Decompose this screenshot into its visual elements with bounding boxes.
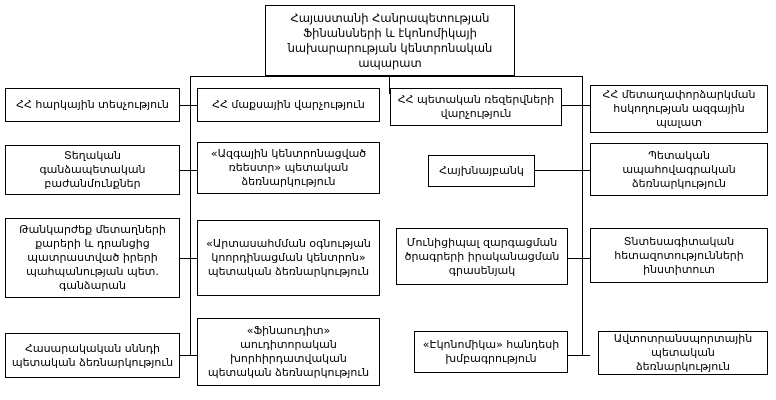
box-c2-r1-label: ՀՀ մաքսային վարչություն xyxy=(212,98,365,111)
connector-root-drop xyxy=(389,76,390,94)
connector-c2-r4 xyxy=(190,355,198,356)
box-c4-r2-label: Պետական ապահովագրական ձեռնարկություն xyxy=(622,148,736,190)
connector-c4-r1 xyxy=(582,105,590,106)
box-c1-r2-label: Տեղական գանձապետական բաժանմունքներ xyxy=(39,149,146,190)
root-box[interactable]: Հայաստանի Հանրապետության Ֆինանսների և էկ… xyxy=(265,5,515,76)
box-c1-r3[interactable]: Թանկարժեք մետաղների քարերի և դրանցից պատ… xyxy=(5,218,180,298)
connector-c1-r2 xyxy=(180,170,191,171)
box-c3-r3-label: Մունիցիպալ զարգացման ծրագրերի իրականացմա… xyxy=(404,235,560,277)
box-c3-r4-label: «Էկոնոմիկա» հանդեսի խմբագրություն xyxy=(422,338,560,365)
box-c1-r3-label: Թանկարժեք մետաղների քարերի և դրանցից պատ… xyxy=(19,223,166,292)
box-c4-r4[interactable]: Ավտոտրանսպորտային պետական ձեռնարկություն xyxy=(598,331,768,375)
connector-c3-r3 xyxy=(568,258,583,259)
connector-c3-r1 xyxy=(562,105,583,106)
connector-right-bus xyxy=(582,76,583,356)
connector-c2-r3 xyxy=(190,258,198,259)
box-c2-r2[interactable]: «Ազգային կենտրոնացված ռեեստր» պետական ձե… xyxy=(197,142,380,194)
box-c1-r2[interactable]: Տեղական գանձապետական բաժանմունքներ xyxy=(5,145,180,195)
box-c4-r2[interactable]: Պետական ապահովագրական ձեռնարկություն xyxy=(590,143,768,196)
box-c3-r1[interactable]: ՀՀ պետական ռեզերվների վարչություն xyxy=(390,88,562,126)
connector-c4-r2 xyxy=(582,170,590,171)
box-c3-r1-label: ՀՀ պետական ռեզերվների վարչություն xyxy=(397,93,555,120)
box-c3-r3[interactable]: Մունիցիպալ զարգացման ծրագրերի իրականացմա… xyxy=(396,228,568,285)
box-c2-r4[interactable]: «Ֆինաուդիտ» աուդիտորական խորհիրդատվական … xyxy=(197,318,380,386)
connector-c4-r4 xyxy=(582,355,590,356)
box-c2-r4-label: «Ֆինաուդիտ» աուդիտորական խորհիրդատվական … xyxy=(207,324,370,379)
box-c4-r3-label: Տնտեսագիտական հետազոտությունների ինստիտո… xyxy=(614,234,744,276)
box-c1-r1-label: ՀՀ հարկային տեսչություն xyxy=(16,98,169,111)
box-c2-r1[interactable]: ՀՀ մաքսային վարչություն xyxy=(197,88,380,122)
connector-c1-r1 xyxy=(180,105,191,106)
connector-main-bus xyxy=(190,76,583,77)
connector-c4-r3 xyxy=(582,258,590,259)
box-c2-r2-label: «Ազգային կենտրոնացված ռեեստր» պետական ձե… xyxy=(210,147,367,188)
box-c4-r1[interactable]: ՀՀ մետաղափորձարկման հսկողության ազգային … xyxy=(590,85,768,133)
connector-c3-r4 xyxy=(568,355,583,356)
box-c3-r2[interactable]: Հայխնայբանկ xyxy=(428,155,535,187)
box-c3-r2-label: Հայխնայբանկ xyxy=(439,164,524,177)
root-box-label: Հայաստանի Հանրապետության Ֆինանսների և էկ… xyxy=(287,10,493,70)
box-c2-r3[interactable]: «Արտասահմման օգնության կոորդինացման կենտ… xyxy=(197,220,380,296)
box-c2-r3-label: «Արտասահմման օգնության կոորդինացման կենտ… xyxy=(206,237,371,278)
connector-c2-r1 xyxy=(190,105,198,106)
box-c1-r4[interactable]: Հասարակական սննդի պետական ձեռնարկություն xyxy=(5,333,180,378)
connector-c1-r4 xyxy=(180,355,191,356)
connector-left-bus xyxy=(190,76,191,356)
box-c4-r4-label: Ավտոտրանսպորտային պետական ձեռնարկություն xyxy=(613,332,753,373)
box-c4-r1-label: ՀՀ մետաղափորձարկման հսկողության ազգային … xyxy=(602,88,756,129)
box-c4-r3[interactable]: Տնտեսագիտական հետազոտությունների ինստիտո… xyxy=(590,228,768,283)
connector-c2-r2 xyxy=(190,170,198,171)
connector-c3-r2 xyxy=(535,170,583,171)
box-c1-r1[interactable]: ՀՀ հարկային տեսչություն xyxy=(5,88,180,122)
box-c3-r4[interactable]: «Էկոնոմիկա» հանդեսի խմբագրություն xyxy=(414,331,568,373)
connector-c1-r3 xyxy=(180,258,191,259)
box-c1-r4-label: Հասարակական սննդի պետական ձեռնարկություն xyxy=(11,341,174,369)
